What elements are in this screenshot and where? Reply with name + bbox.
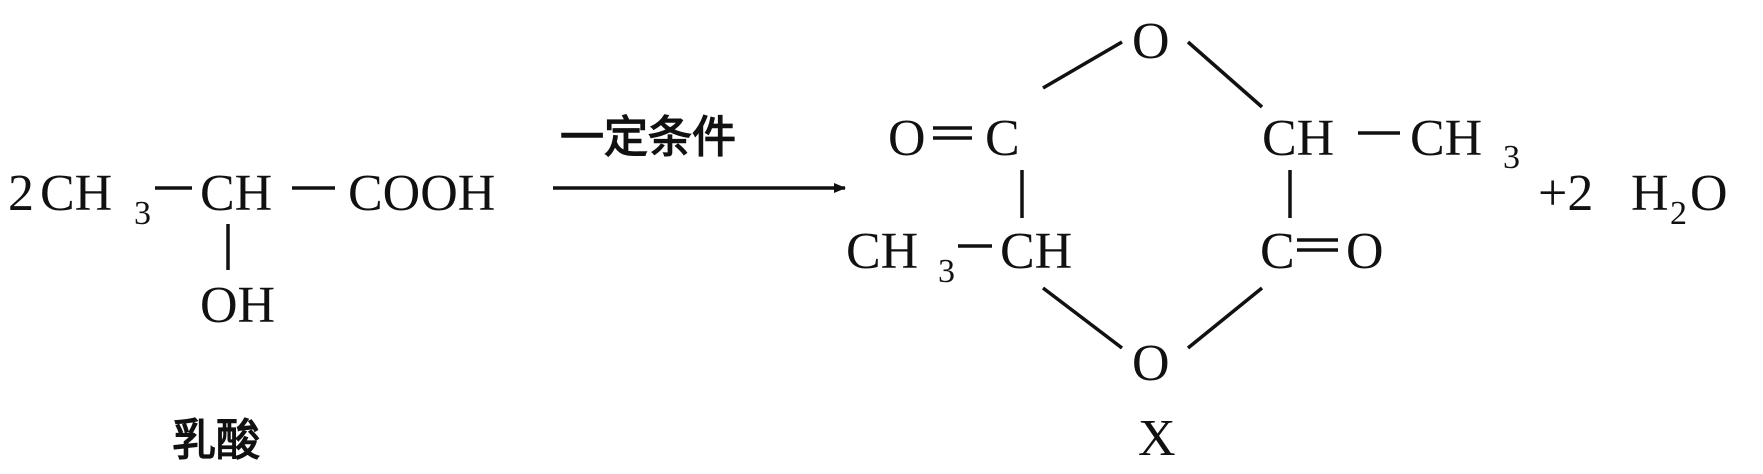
product-lactide: O O C CH CH 3 CH 3 CH C O O X [846,13,1520,467]
bond-ch-left-to-o-bottom [1041,286,1124,350]
methyl-right: CH [1410,110,1482,167]
reaction-condition: 一定条件 [560,112,736,163]
methyl-left-subscript: 3 [938,253,955,290]
reactant-lactic-acid: 2 CH 3 CH COOH OH 乳酸 [8,165,495,466]
carbonyl-oxygen-left: O [888,110,926,167]
bond-c-left-to-o-top [1042,40,1123,90]
bond-o-bottom-to-c-right [1186,286,1264,350]
water-hydrogen: H [1631,165,1669,222]
water-hydrogen-subscript: 2 [1670,195,1687,232]
methyl-left: CH [846,223,918,280]
water-oxygen: O [1690,165,1728,222]
carbonyl-oxygen-right: O [1346,223,1384,280]
reaction-arrow: 一定条件 [553,112,846,193]
ring-ch-top-right: CH [1262,110,1334,167]
ring-ch-bottom-left: CH [1000,223,1072,280]
product-label: X [1138,410,1176,467]
carbonyl-carbon-right: C [1260,223,1295,280]
bond-o-top-to-ch-right [1186,40,1264,109]
methyl-right-subscript: 3 [1503,139,1520,176]
ring-oxygen-bottom: O [1132,335,1170,392]
reactant-methyl-subscript: 3 [134,195,151,232]
carbonyl-carbon-left: C [985,110,1020,167]
reactant-alpha-ch: CH [200,165,272,222]
ring-oxygen-top: O [1132,13,1170,70]
reactant-coefficient: 2 [8,165,34,222]
water-coefficient: +2 [1538,165,1593,222]
byproduct-water: +2 H 2 O [1538,165,1728,232]
reactant-hydroxyl: OH [200,277,275,334]
reactant-name: 乳酸 [172,415,261,466]
reactant-methyl: CH [40,165,112,222]
reactant-carboxyl: COOH [348,165,495,222]
